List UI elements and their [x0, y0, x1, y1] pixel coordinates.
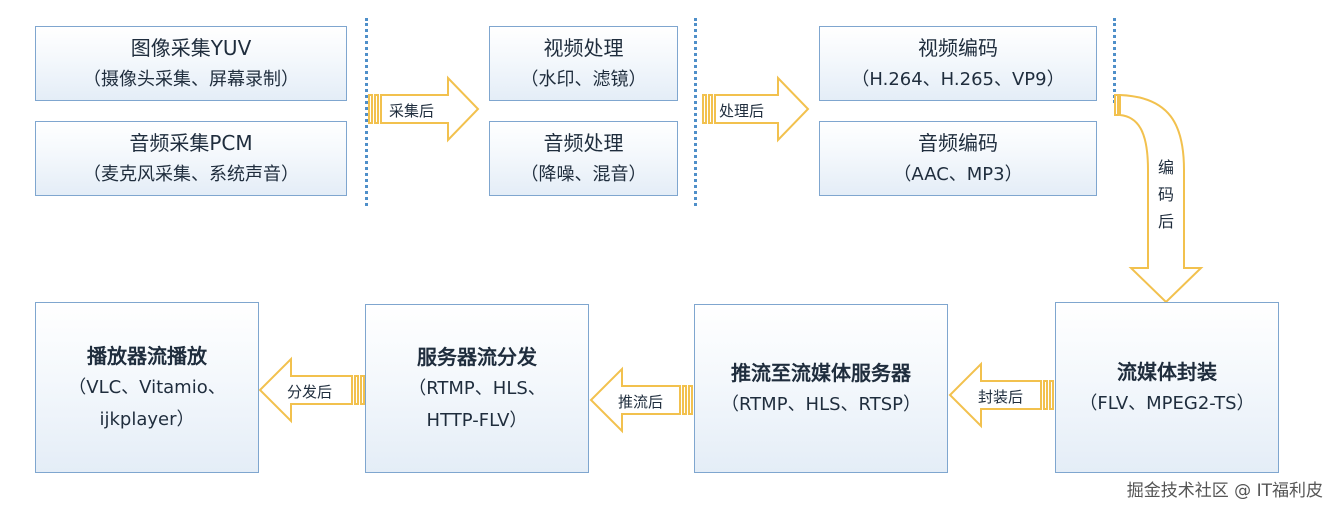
box-subtitle-line-2: HTTP-FLV）	[426, 409, 528, 431]
box-subtitle-line-2: ijkplayer）	[99, 408, 195, 430]
separator-1	[365, 18, 368, 206]
box-process-video: 视频处理 （水印、滤镜）	[489, 26, 678, 101]
box-title: 图像采集YUV	[130, 35, 252, 60]
box-subtitle: （AAC、MP3）	[893, 163, 1023, 185]
box-title: 视频编码	[918, 35, 998, 60]
box-subtitle: （H.264、H.265、VP9）	[851, 68, 1065, 90]
arrow-after-process	[702, 75, 810, 143]
arrow-label-after-distribute: 分发后	[287, 383, 333, 401]
box-subtitle: （降噪、混音）	[520, 163, 647, 185]
box-subtitle: （水印、滤镜）	[520, 68, 647, 90]
arrow-after-capture	[368, 75, 480, 143]
box-player: 播放器流播放 （VLC、Vitamio、 ijkplayer）	[35, 302, 259, 473]
box-subtitle: （摄像头采集、屏幕录制）	[83, 68, 299, 90]
arrow-after-package	[948, 361, 1054, 429]
arrow-label-after-encode-3: 后	[1157, 212, 1174, 231]
watermark: 掘金技术社区 @ IT福利皮	[1126, 481, 1323, 501]
box-title: 流媒体封装	[1117, 359, 1217, 384]
box-server: 服务器流分发 （RTMP、HLS、 HTTP-FLV）	[365, 304, 589, 473]
box-encode-video: 视频编码 （H.264、H.265、VP9）	[819, 26, 1097, 101]
arrow-label-after-push: 推流后	[618, 393, 664, 411]
arrow-label-after-encode-2: 码	[1157, 185, 1174, 204]
arrow-after-encode	[1114, 93, 1204, 304]
box-title: 播放器流播放	[87, 343, 207, 368]
box-process-audio: 音频处理 （降噪、混音）	[489, 121, 678, 196]
box-package: 流媒体封装 （FLV、MPEG2-TS）	[1055, 302, 1279, 473]
box-subtitle-line-1: （VLC、Vitamio、	[68, 376, 226, 398]
box-title: 推流至流媒体服务器	[731, 360, 911, 385]
box-subtitle: （RTMP、HLS、RTSP）	[720, 393, 922, 415]
arrow-label-after-process: 处理后	[719, 102, 765, 120]
box-encode-audio: 音频编码 （AAC、MP3）	[819, 121, 1097, 196]
arrow-label-after-capture: 采集后	[389, 102, 435, 120]
arrow-after-distribute	[258, 356, 365, 424]
arrow-label-after-package: 封装后	[978, 388, 1024, 406]
box-subtitle: （FLV、MPEG2-TS）	[1079, 392, 1255, 414]
box-subtitle: （麦克风采集、系统声音）	[83, 163, 299, 185]
box-capture-video: 图像采集YUV （摄像头采集、屏幕录制）	[35, 26, 347, 101]
arrow-after-push	[589, 366, 693, 434]
separator-2	[694, 18, 697, 206]
box-title: 服务器流分发	[417, 344, 537, 369]
separator-3	[1113, 18, 1116, 103]
box-push: 推流至流媒体服务器 （RTMP、HLS、RTSP）	[694, 304, 948, 473]
box-subtitle-line-1: （RTMP、HLS、	[408, 377, 546, 399]
box-title: 音频处理	[543, 130, 624, 155]
arrow-label-after-encode-1: 编	[1157, 158, 1174, 177]
box-title: 视频处理	[543, 35, 624, 60]
box-title: 音频采集PCM	[129, 130, 253, 155]
box-title: 音频编码	[918, 130, 998, 155]
box-capture-audio: 音频采集PCM （麦克风采集、系统声音）	[35, 121, 347, 196]
